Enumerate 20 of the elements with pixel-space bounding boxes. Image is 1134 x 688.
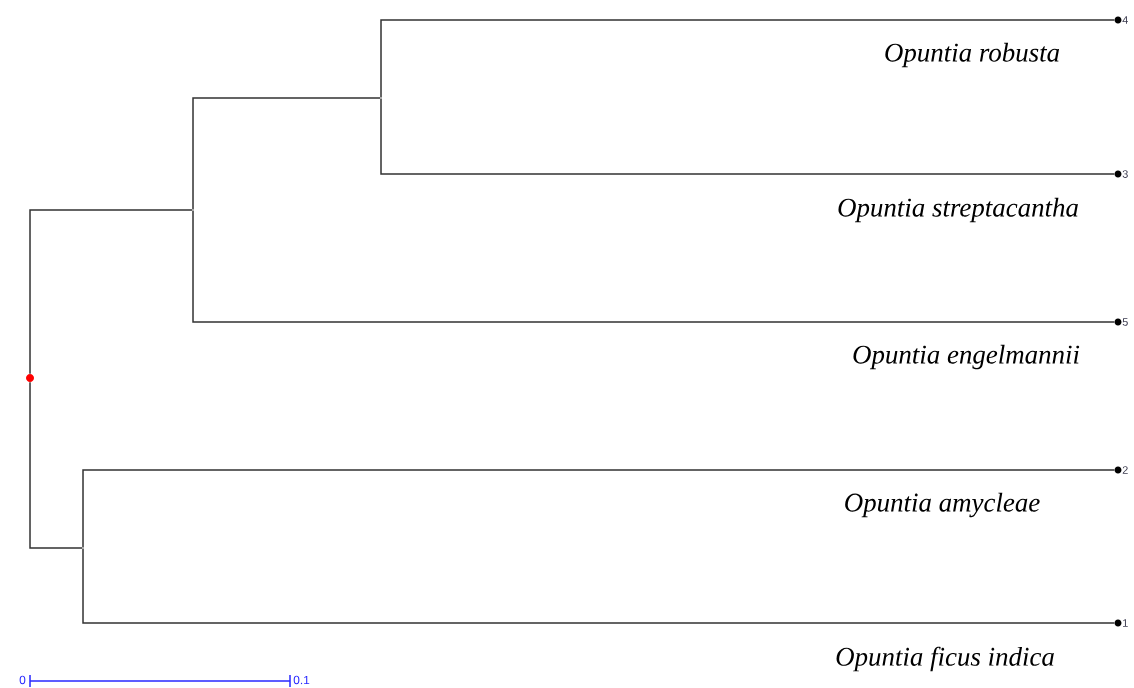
scale-label: 0 — [19, 675, 26, 685]
leaf-number: 3 — [1122, 170, 1128, 178]
tree-branch — [380, 98, 1116, 175]
tree-branch — [192, 210, 1116, 323]
tree-branch — [29, 381, 83, 549]
scale-label: 0.1 — [293, 675, 310, 685]
tree-branch — [29, 209, 193, 375]
species-name: Opuntia ficus indica — [836, 646, 1054, 672]
tree-branch — [82, 469, 1116, 548]
species-name: Opuntia amycleae — [845, 492, 1040, 518]
leaf-number: 1 — [1123, 619, 1128, 627]
leaf-number: 4 — [1122, 16, 1128, 24]
tree-branch — [192, 97, 381, 210]
species-name: Opuntia engelmannii — [853, 344, 1080, 370]
leaf-number: 5 — [1122, 318, 1128, 326]
tree-branch — [82, 548, 1116, 624]
species-name: Opuntia streptacantha — [838, 197, 1078, 223]
tree-branch — [380, 19, 1116, 98]
leaf-number: 2 — [1122, 466, 1128, 474]
species-name: Opuntia robusta — [885, 42, 1060, 68]
